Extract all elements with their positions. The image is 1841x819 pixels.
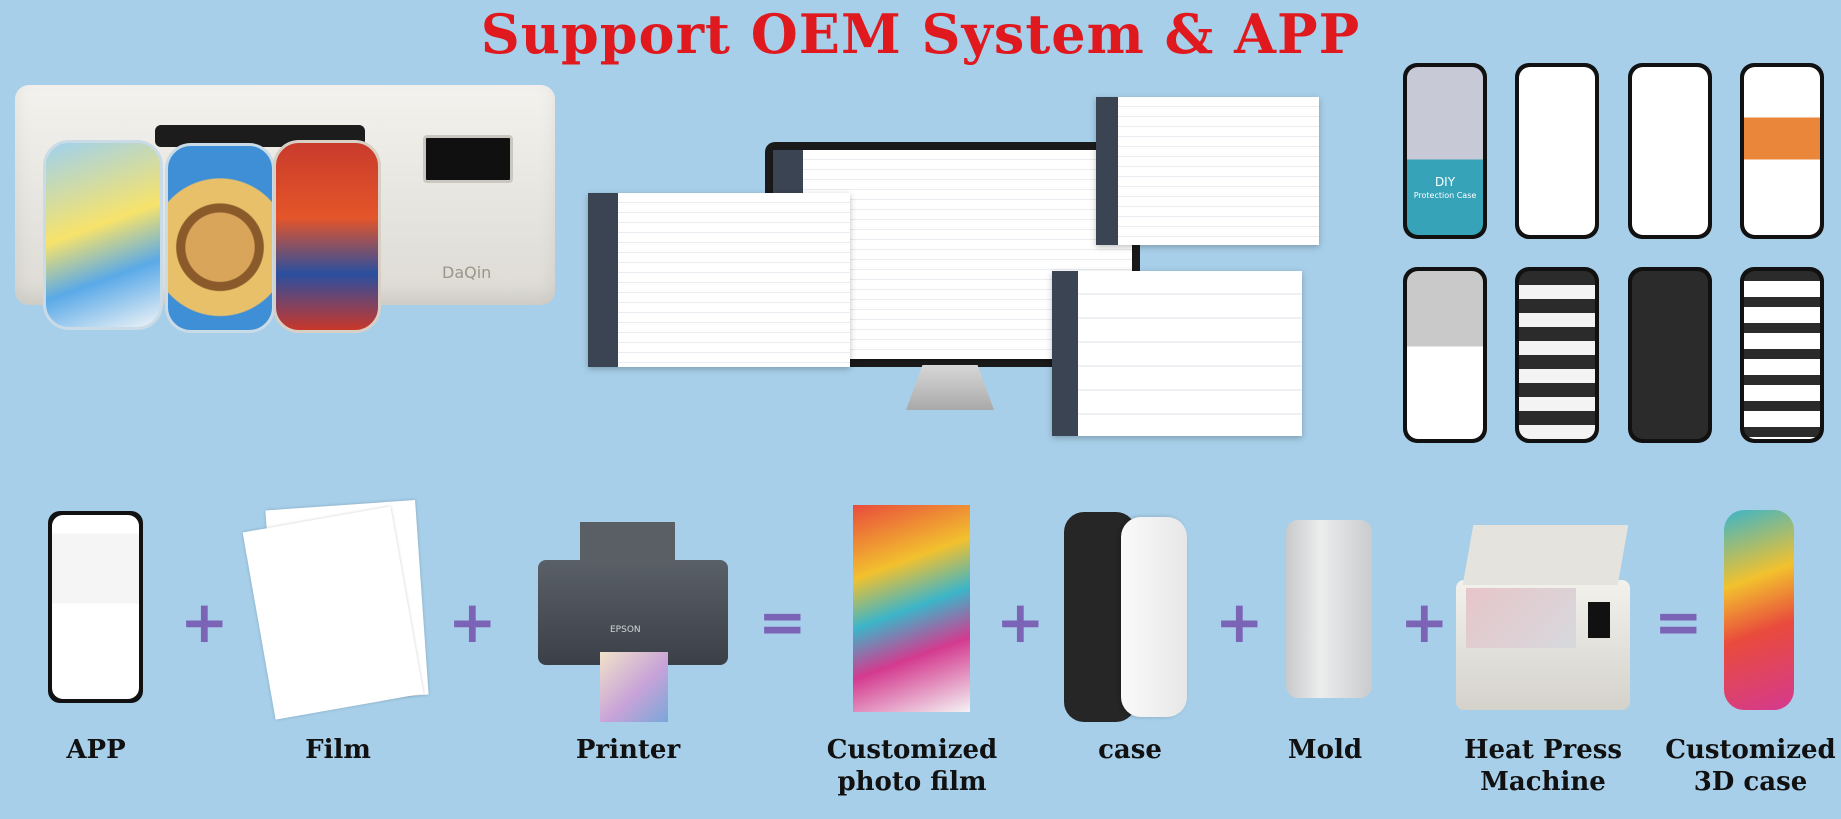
sublimation-machine-image: DaQin — [15, 75, 555, 335]
case-spiderman-image — [273, 140, 381, 333]
app-phone-1: DIY Protection Case — [1403, 63, 1487, 239]
plus-operator-5: + — [1400, 588, 1449, 656]
app-phone-2 — [1515, 63, 1599, 239]
diy-title: DIY — [1434, 175, 1456, 189]
label-app: APP — [66, 735, 126, 765]
plus-operator-3: + — [996, 588, 1045, 656]
heat-press-lid — [1462, 525, 1629, 585]
admin-screenshot-table — [1096, 97, 1319, 245]
plus-operator-1: + — [180, 588, 229, 656]
admin-screenshot-orders — [588, 193, 850, 367]
label-case: case — [1098, 735, 1162, 765]
equals-operator-1: = — [758, 588, 807, 656]
machine-screen — [423, 135, 513, 183]
plus-operator-4: + — [1215, 588, 1264, 656]
app-phone-7 — [1628, 267, 1712, 443]
app-phone-8 — [1740, 267, 1824, 443]
label-film: Film — [305, 735, 371, 765]
plus-operator-2: + — [448, 588, 497, 656]
app-phone-6 — [1515, 267, 1599, 443]
printer-output-print — [600, 652, 668, 722]
monitor-stand — [906, 365, 994, 410]
admin-screenshot-list — [1052, 271, 1302, 436]
heat-press-screen — [1588, 602, 1610, 638]
app-phone-3 — [1628, 63, 1712, 239]
machine-brand: DaQin — [442, 263, 492, 282]
label-printer: Printer — [575, 735, 681, 765]
white-case-image — [1121, 517, 1187, 717]
printer-image: EPSON — [538, 560, 728, 665]
app-phone-5 — [1403, 267, 1487, 443]
equals-operator-2: = — [1654, 588, 1703, 656]
label-mold: Mold — [1287, 735, 1363, 765]
page-title: Support OEM System & APP — [480, 2, 1361, 66]
heat-press-bed — [1466, 588, 1576, 648]
app-phone-4 — [1740, 63, 1824, 239]
customized-photo-film-image — [853, 505, 970, 712]
mold-image — [1286, 520, 1372, 698]
printer-brand: EPSON — [610, 625, 641, 635]
customized-3d-case-image — [1724, 510, 1794, 710]
heat-press-machine-image — [1456, 580, 1630, 710]
case-landscape-image — [43, 140, 163, 330]
app-phone-image — [48, 511, 143, 703]
printer-paper-tray — [580, 522, 675, 562]
diy-subtitle: Protection Case — [1413, 191, 1477, 200]
case-dog-image — [165, 143, 275, 333]
